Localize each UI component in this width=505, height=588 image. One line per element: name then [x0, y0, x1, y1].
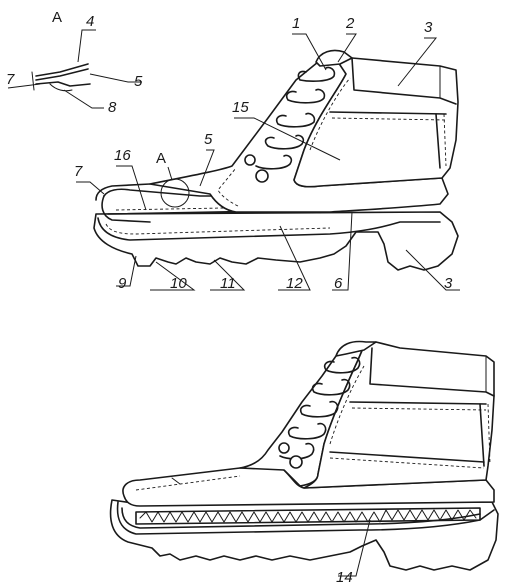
b-eyelet-1	[289, 455, 303, 469]
boot-bottom: 14	[109, 340, 499, 586]
leader-9	[116, 255, 137, 287]
detail-layer-low	[35, 81, 91, 87]
b-lace-loop-1	[323, 356, 361, 374]
callout-10: 10	[170, 275, 187, 292]
detail-callout-4: 4	[86, 13, 94, 30]
lace-loop-3	[275, 112, 316, 128]
detail-layer-top	[35, 63, 89, 77]
leader-7	[76, 181, 105, 195]
bottom-quarter	[303, 341, 495, 489]
lace-loop-1	[297, 66, 336, 82]
bottom-welt	[116, 501, 495, 535]
bottom-welt-inner	[121, 507, 481, 529]
callout-3a: 3	[424, 19, 433, 36]
detail-edge-curve	[49, 83, 73, 92]
bottom-zigzag-stitch	[139, 509, 477, 523]
bottom-laces	[278, 356, 361, 469]
leader-6	[332, 211, 353, 291]
leader-14	[338, 519, 371, 577]
bottom-back-stitch	[487, 403, 491, 465]
bottom-back-seam	[479, 403, 485, 467]
b-lace-loop-3	[299, 400, 339, 418]
top-vamp-stitch	[217, 167, 239, 207]
callout-5: 5	[204, 131, 213, 148]
bottom-insole-band	[135, 507, 481, 525]
top-welt-stitch	[105, 223, 331, 235]
top-lining-top	[103, 188, 233, 197]
top-laces	[244, 66, 336, 183]
detail-leader-5	[89, 73, 142, 83]
callout-7: 7	[74, 163, 83, 180]
bottom-tongue	[335, 340, 377, 357]
leader-3b	[405, 249, 460, 291]
callout-11: 11	[220, 275, 236, 292]
lace-loop-5	[255, 154, 293, 170]
leader-2	[337, 33, 357, 63]
leader-16	[116, 165, 147, 211]
bottom-toe-stitch	[135, 475, 241, 491]
top-collar-lower	[351, 57, 457, 105]
bottom-outsole	[109, 499, 499, 571]
detail-callout-5: 5	[134, 73, 143, 90]
leader-1	[292, 33, 327, 71]
leader-5	[199, 149, 215, 187]
detail-a-title: A	[52, 9, 62, 26]
eyelet-2	[244, 154, 256, 166]
top-outsole	[93, 211, 459, 271]
detail-break-line	[31, 71, 35, 91]
view-marker-a: A	[156, 150, 166, 167]
b-lace-loop-5	[279, 442, 315, 460]
top-welt	[97, 217, 441, 241]
callout-1: 1	[292, 15, 300, 32]
detail-leader-7	[7, 83, 41, 89]
detail-callout-8: 8	[108, 99, 117, 116]
detail-callout-7: 7	[6, 71, 15, 88]
bottom-heel-stitch	[329, 457, 485, 469]
leader-10	[150, 261, 196, 291]
b-eyelet-2	[278, 442, 290, 454]
detail-circle-a	[160, 178, 190, 208]
bottom-toe-mark	[171, 477, 181, 485]
bottom-collar-lower	[369, 347, 495, 397]
b-lace-loop-4	[287, 422, 327, 440]
boot-top: A 1 2 3 15 16 5 7 9 10 11 12 6 3	[74, 15, 460, 292]
callout-12: 12	[286, 275, 303, 292]
leader-12	[278, 225, 311, 291]
detail-leader-8	[63, 89, 104, 109]
leader-15	[234, 117, 341, 161]
leader-11	[210, 259, 246, 291]
top-lining-toe	[101, 195, 151, 223]
lace-loop-2	[285, 88, 326, 104]
detail-leader-4	[77, 29, 96, 63]
top-back-seam	[435, 113, 441, 169]
top-toe-outer	[95, 183, 151, 201]
bottom-seam-1-stitch	[351, 407, 487, 411]
b-lace-loop-2	[311, 378, 351, 396]
lace-loop-4	[264, 134, 305, 150]
callout-16: 16	[114, 147, 131, 164]
bottom-seam-1	[349, 401, 487, 405]
callout-2: 2	[345, 15, 355, 32]
detail-layer-mid	[35, 68, 89, 81]
view-marker-leader	[167, 166, 173, 181]
top-seam-1-stitch	[331, 117, 447, 121]
callout-6: 6	[334, 275, 343, 292]
callout-15: 15	[232, 99, 249, 116]
top-eyestay-stitch	[309, 77, 351, 151]
callout-9: 9	[118, 275, 127, 292]
bottom-heel-seam	[329, 451, 485, 463]
bottom-toe	[122, 465, 495, 507]
detail-a: A 4 7 5 8	[6, 9, 143, 116]
callout-3b: 3	[444, 275, 453, 292]
callout-14: 14	[336, 569, 353, 586]
top-quarter	[293, 57, 459, 188]
eyelet-1	[255, 169, 269, 183]
leader-3a	[397, 37, 438, 87]
bottom-eyestay-stitch	[329, 365, 365, 445]
top-seam-1	[329, 111, 447, 115]
